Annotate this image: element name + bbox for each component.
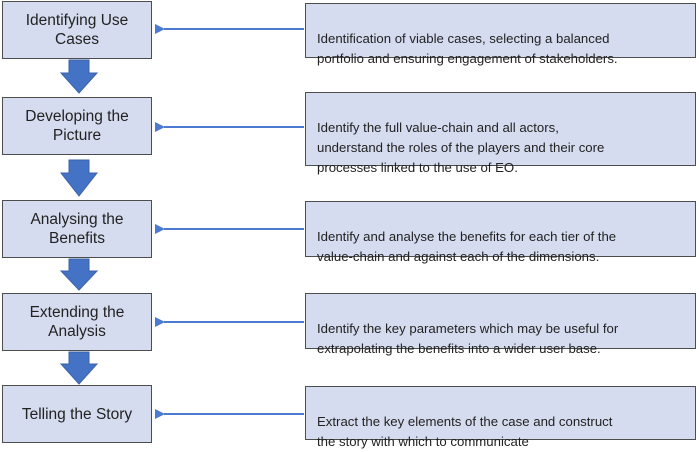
step-title: Identifying Use Cases: [25, 12, 129, 48]
description-text: Identify and analyse the benefits for ea…: [317, 229, 617, 264]
step-box-analysing-the-benefits: Analysing the Benefits: [2, 200, 152, 258]
description-text: Extract the key elements of the case and…: [317, 414, 613, 449]
down-arrow-4: [59, 351, 99, 385]
description-text: Identify the full value-chain and all ac…: [317, 120, 605, 175]
description-box-2: Identify the full value-chain and all ac…: [305, 92, 696, 175]
description-text: Identification of viable cases, selectin…: [317, 31, 618, 66]
description-box-5: Extract the key elements of the case and…: [305, 386, 696, 449]
step-title: Analysing the Benefits: [30, 211, 124, 247]
description-box-3: Identify and analyse the benefits for ea…: [305, 201, 696, 264]
description-box-4: Identify the key parameters which may be…: [305, 293, 696, 356]
step-box-developing-the-picture: Developing the Picture: [2, 97, 152, 155]
step-box-extending-the-analysis: Extending the Analysis: [2, 293, 152, 351]
step-title: Extending the Analysis: [29, 304, 125, 340]
step-title: Telling the Story: [21, 405, 133, 423]
step-box-telling-the-story: Telling the Story: [2, 385, 152, 443]
step-box-identifying-use-cases: Identifying Use Cases: [2, 1, 152, 59]
down-arrow-1: [59, 59, 99, 94]
down-arrow-3: [59, 258, 99, 291]
step-title: Developing the Picture: [25, 108, 129, 144]
down-arrow-2: [59, 159, 99, 197]
description-box-1: Identification of viable cases, selectin…: [305, 3, 696, 66]
description-text: Identify the key parameters which may be…: [317, 321, 619, 356]
